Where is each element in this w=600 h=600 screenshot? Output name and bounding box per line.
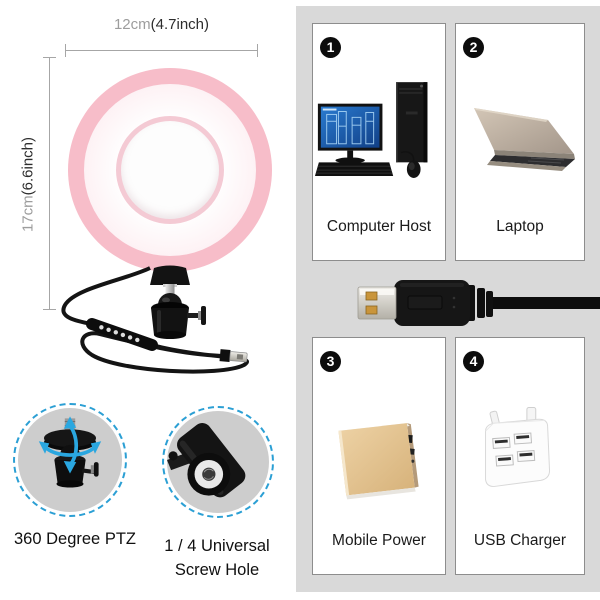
- item-number-badge: 1: [320, 37, 341, 58]
- item-number-badge: 3: [320, 351, 341, 372]
- width-dimension-label: 12cm(4.7inch): [55, 16, 268, 33]
- card-label: Mobile Power: [332, 532, 426, 549]
- ptz-callout-photo: [18, 408, 122, 512]
- card-mobile-power: 3 Mobile Power: [312, 337, 446, 575]
- width-dimension-line: [65, 50, 258, 51]
- usb-plug-tip: [219, 349, 248, 363]
- card-label: Computer Host: [326, 218, 432, 235]
- height-metric-text: 17cm: [19, 195, 37, 233]
- card-laptop: 2 Laptop: [455, 23, 585, 261]
- remote-buttons: [99, 325, 140, 343]
- computer-host-image: [314, 82, 428, 178]
- width-imperial-text: (4.7inch): [150, 16, 210, 33]
- ptz-callout-label: 360 Degree PTZ: [14, 530, 136, 548]
- screw-hole-callout-circle: [162, 406, 274, 518]
- screw-hole-icon: [167, 423, 246, 498]
- card-computer-host: 1: [312, 23, 446, 261]
- compatibility-panel: 1: [296, 6, 600, 592]
- screw-hole-callout-label: 1 / 4 Universal Screw Hole: [147, 534, 287, 582]
- rotation-arrowheads: [38, 416, 102, 474]
- usb-connector-image: [357, 280, 600, 326]
- ball-head-mount-image: [150, 265, 206, 339]
- card-label: Laptop: [496, 218, 544, 235]
- screw-hole-label-line2: Screw Hole: [174, 561, 260, 579]
- height-dimension-label: 17cm(6.6inch): [20, 95, 37, 275]
- height-dimension-tick-top: [43, 57, 56, 58]
- card-usb-charger: 4: [455, 337, 585, 575]
- usb-cable-image: [61, 266, 249, 374]
- laptop-image: [474, 108, 575, 171]
- screw-hole-callout-photo: [167, 411, 269, 513]
- height-imperial-text: (6.6inch): [19, 136, 37, 196]
- ball-head-rotation-icon: [38, 416, 102, 488]
- screw-hole-label-line1: 1 / 4 Universal: [164, 537, 270, 555]
- usb-charger-image: [485, 407, 551, 487]
- mobile-power-image: [338, 423, 419, 500]
- card-label: USB Charger: [473, 532, 567, 549]
- height-dimension-line: [49, 57, 50, 310]
- item-number-badge: 2: [463, 37, 484, 58]
- item-number-badge: 4: [463, 351, 484, 372]
- ring-center-hole: [121, 121, 219, 219]
- height-dimension-tick-bottom: [43, 309, 56, 310]
- width-dimension-tick-left: [65, 44, 66, 57]
- ptz-callout-circle: [13, 403, 127, 517]
- width-metric-text: 12cm: [113, 16, 151, 33]
- width-dimension-tick-right: [257, 44, 258, 57]
- usb-ports: [492, 432, 536, 467]
